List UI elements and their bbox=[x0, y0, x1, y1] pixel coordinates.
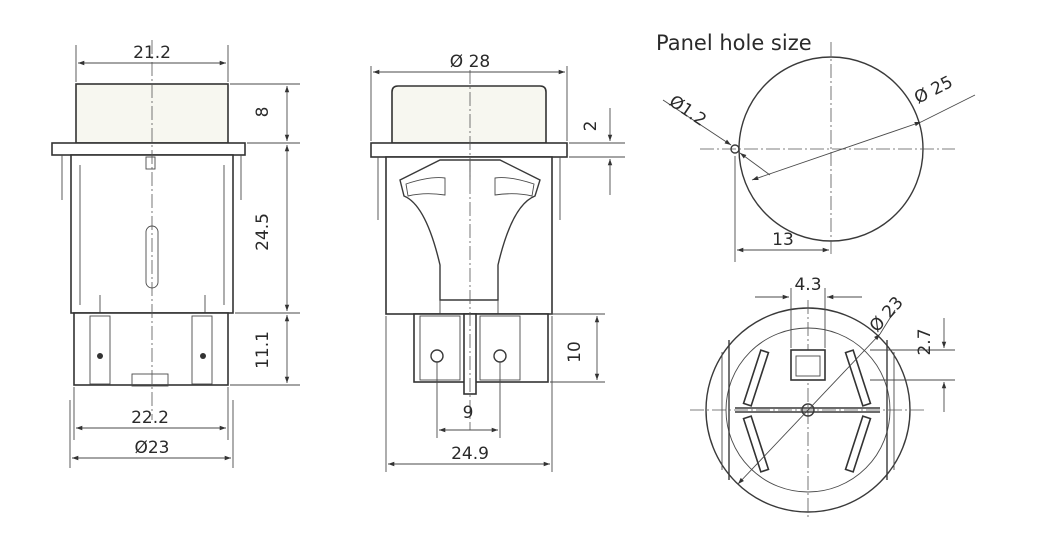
side-cap bbox=[391, 85, 547, 144]
side-view: Ø 28 2 10 9 24.9 bbox=[370, 52, 625, 472]
dim-slot-width: 4.3 bbox=[794, 275, 821, 295]
dim-hole-diameter: Ø 25 bbox=[911, 72, 956, 108]
dim-side-terminal-height: 10 bbox=[565, 341, 585, 363]
dim-terminal-height: 11.1 bbox=[253, 331, 273, 369]
terminal-hole bbox=[97, 353, 103, 359]
dim-base-width: 24.9 bbox=[451, 444, 489, 464]
dim-cap-height: 8 bbox=[253, 107, 273, 118]
dim-terminal-gap: 9 bbox=[463, 403, 474, 423]
dim-terminal-span: 22.2 bbox=[131, 408, 169, 428]
notch-hole bbox=[730, 144, 740, 154]
dim-flange-thickness: 2 bbox=[581, 121, 601, 132]
dim-notch-offset: 13 bbox=[772, 230, 794, 250]
dim-body-height: 24.5 bbox=[253, 213, 273, 251]
front-view: 21.2 8 24.5 11.1 22.2 Ø23 bbox=[51, 40, 300, 468]
rocker-actuator bbox=[399, 159, 541, 301]
dim-outer-diameter: Ø 23 bbox=[866, 293, 908, 336]
terminal-hole bbox=[200, 353, 206, 359]
front-flange bbox=[51, 142, 246, 156]
dim-slot-depth: 2.7 bbox=[915, 328, 935, 355]
dim-notch-diameter: Ø1.2 bbox=[665, 92, 710, 131]
panel-hole-title: Panel hole size bbox=[656, 31, 812, 55]
dim-base-diameter: Ø23 bbox=[134, 438, 169, 458]
front-terminal-block bbox=[73, 312, 229, 386]
panel-hole-view: Panel hole size Ø 25 Ø1.2 13 bbox=[656, 31, 976, 262]
bottom-view: 4.3 Ø 23 2.7 bbox=[690, 275, 955, 520]
dim-flange-diameter: Ø 28 bbox=[450, 52, 490, 72]
dim-top-width: 21.2 bbox=[133, 43, 171, 63]
side-terminal-block bbox=[413, 313, 549, 383]
side-body bbox=[385, 156, 553, 315]
side-flange bbox=[370, 142, 568, 158]
